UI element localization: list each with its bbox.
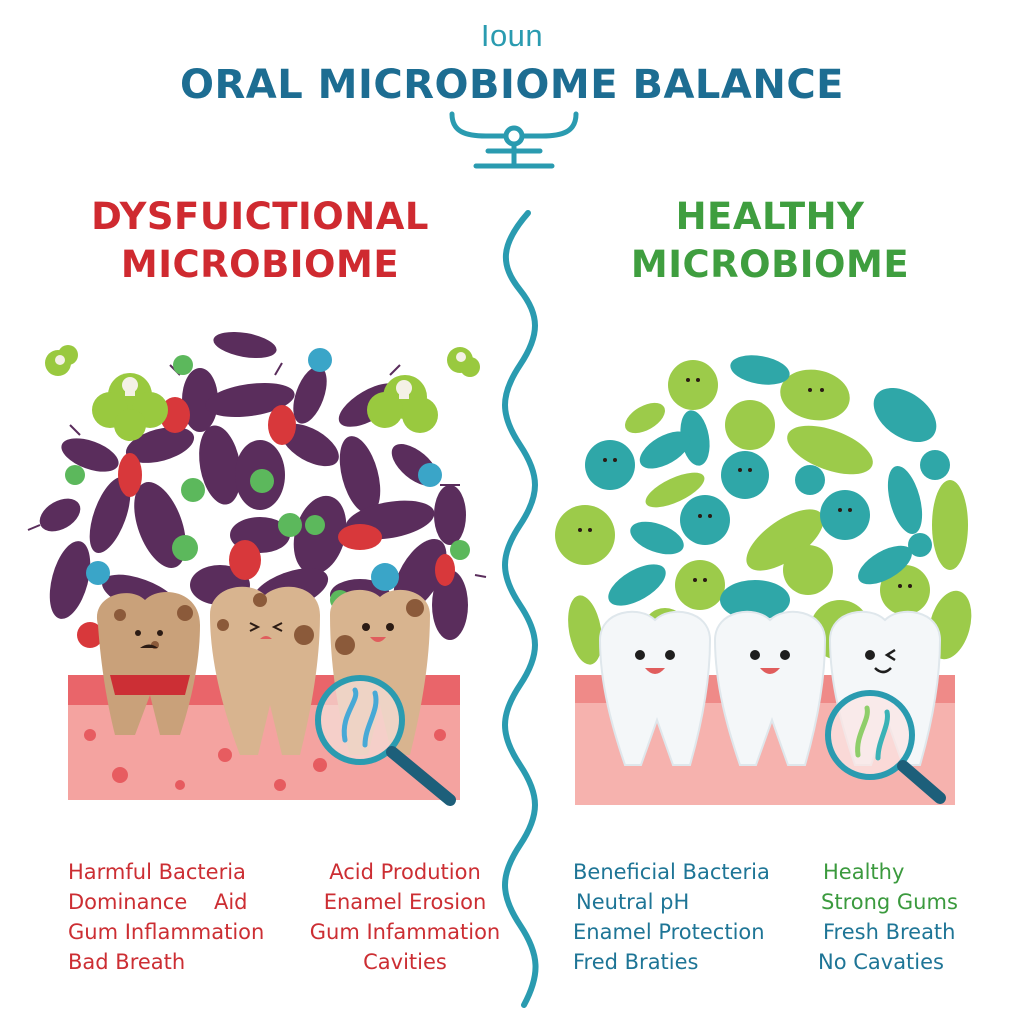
healthy-title-line2: MICROBIOME	[630, 243, 910, 286]
balance-scale-icon	[449, 111, 579, 169]
list-item: Beneficial Bacteria	[573, 860, 770, 884]
list-item: Cavities	[363, 950, 447, 974]
dysfunctional-list-col2: Acid Prodution Enamel Erosion Gum Infamm…	[300, 857, 510, 977]
magnifying-glass-icon	[825, 690, 946, 804]
list-item: Gum Inflammation	[68, 920, 265, 944]
list-item: Harmful Bacteria	[68, 860, 246, 884]
list-item: Dominance Aid	[68, 890, 248, 914]
list-item: Bad Breath	[68, 950, 186, 974]
dysfunctional-title: DYSFUICTIONAL MICROBIOME	[60, 193, 460, 289]
healthy-list-col2: Healthy Strong Gums Fresh Breath No Cava…	[818, 857, 978, 977]
list-item: Healthy	[823, 860, 905, 884]
page-title: ORAL MICROBIOME BALANCE	[180, 62, 844, 108]
list-item: Enamel Protection	[573, 920, 765, 944]
healthy-illustration	[555, 355, 972, 805]
healthy-list-col1: Beneficial Bacteria Neutral pH Enamel Pr…	[573, 857, 793, 977]
list-item: Fresh Breath	[823, 920, 956, 944]
dysfunctional-title-line2: MICROBIOME	[120, 243, 400, 286]
wavy-divider	[502, 210, 539, 1008]
healthy-title-line1: HEALTHY	[675, 195, 865, 238]
list-item: Strong Gums	[821, 890, 958, 914]
list-item: Fred Braties	[573, 950, 699, 974]
dysfunctional-list-col1: Harmful Bacteria Dominance Aid Gum Infla…	[68, 857, 278, 977]
dysfunctional-title-line1: DYSFUICTIONAL	[91, 195, 429, 238]
healthy-title: HEALTHY MICROBIOME	[570, 193, 970, 289]
harmful-bacteria-cluster	[27, 331, 487, 648]
list-item: Acid Prodution	[329, 860, 481, 884]
beneficial-bacteria-cluster	[555, 355, 972, 665]
list-item: Gum Infammation	[309, 920, 501, 944]
magnifying-glass-icon	[315, 675, 456, 806]
list-item: Neutral pH	[576, 890, 690, 914]
list-item: Enamel Erosion	[323, 890, 487, 914]
subtitle: Ioun	[480, 18, 544, 53]
toxic-cloud-icon	[45, 345, 480, 441]
healthy-teeth	[598, 610, 942, 766]
dysfunctional-illustration	[27, 331, 487, 806]
list-item: No Cavaties	[818, 950, 944, 974]
